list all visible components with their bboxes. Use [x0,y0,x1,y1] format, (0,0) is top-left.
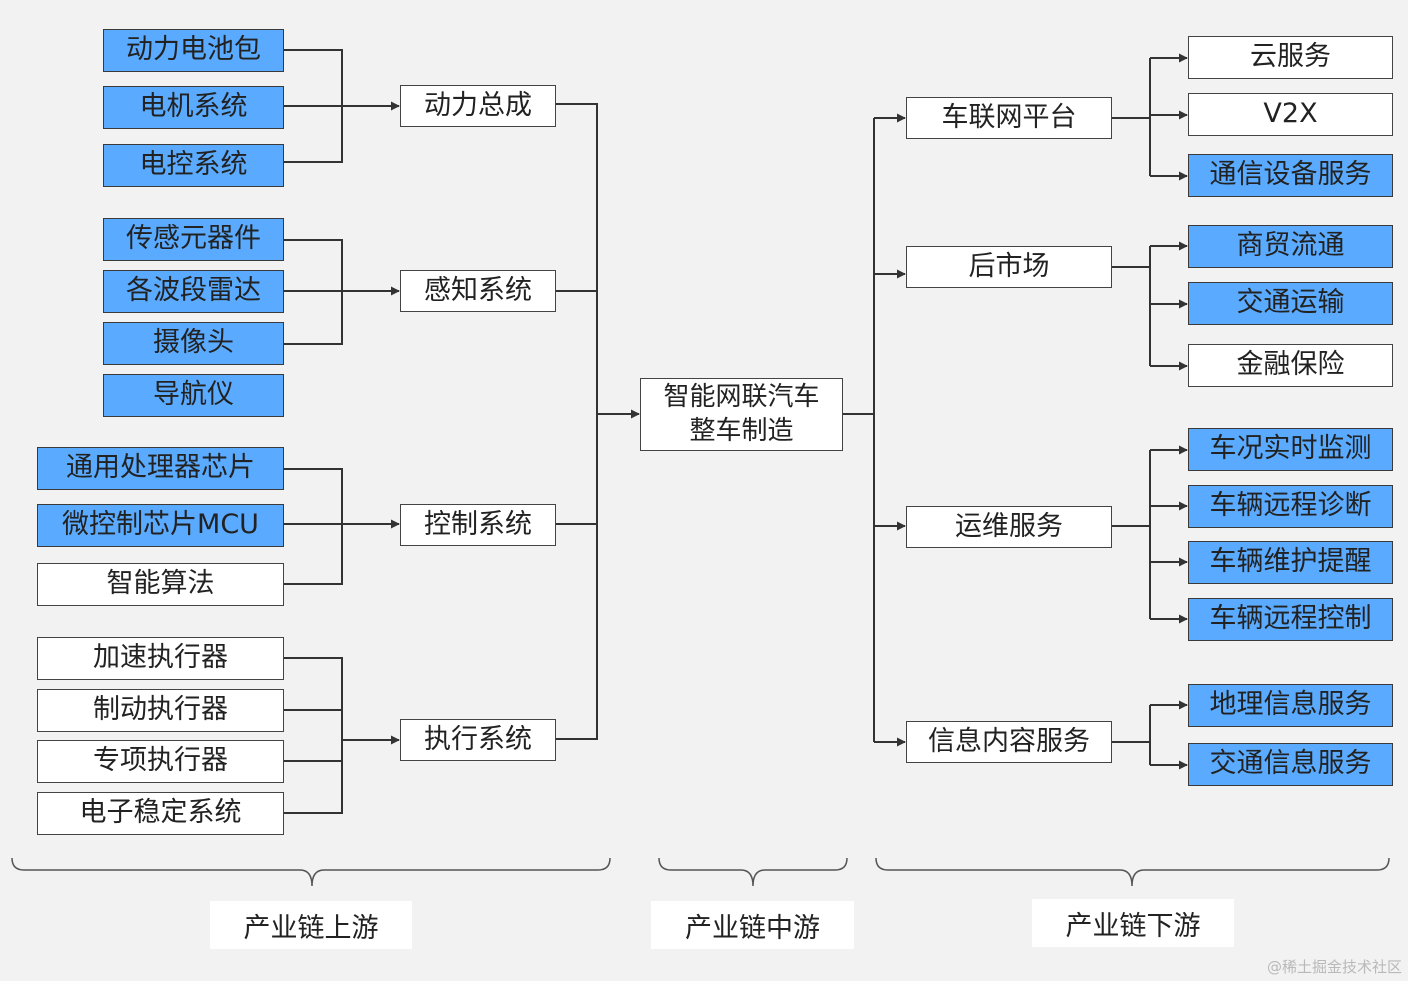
box-perception-system: 感知系统 [400,270,556,312]
stage-label-upstream: 产业链上游 [210,901,412,949]
box-execution-system: 执行系统 [400,719,556,761]
midstream-brace [658,857,848,887]
box-brake-actuator: 制动执行器 [37,689,284,732]
box-remote-diagnosis: 车辆远程诊断 [1188,485,1393,528]
box-motor-system: 电机系统 [103,86,284,129]
box-camera: 摄像头 [103,322,284,365]
box-operation-service: 运维服务 [906,506,1112,548]
box-transportation: 交通运输 [1188,282,1393,325]
downstream-brace [875,857,1390,887]
core-line-1: 智能网联汽车 [663,381,820,412]
upstream-brace [11,857,611,887]
box-electronic-control: 电控系统 [103,144,284,187]
box-v2x: V2X [1188,93,1393,136]
box-info-content-service: 信息内容服务 [906,721,1112,763]
box-acceleration-actuator: 加速执行器 [37,637,284,680]
box-power-train: 动力总成 [400,85,556,127]
stage-label-midstream: 产业链中游 [651,901,854,949]
stage-label-downstream: 产业链下游 [1032,899,1234,947]
box-vehicle-manufacturing: 智能网联汽车 整车制造 [640,378,843,451]
box-connected-platform: 车联网平台 [906,97,1112,139]
box-smart-algorithm: 智能算法 [37,563,284,606]
box-general-processor-chip: 通用处理器芯片 [37,447,284,490]
box-radar: 各波段雷达 [103,270,284,313]
core-line-2: 整车制造 [689,415,794,446]
box-aftermarket: 后市场 [906,246,1112,288]
box-maintenance-reminder: 车辆维护提醒 [1188,541,1393,584]
box-remote-control: 车辆远程控制 [1188,598,1393,641]
box-comm-equipment-service: 通信设备服务 [1188,154,1393,197]
box-power-battery: 动力电池包 [103,29,284,72]
box-finance-insurance: 金融保险 [1188,344,1393,387]
box-traffic-info-service: 交通信息服务 [1188,743,1393,786]
box-control-system: 控制系统 [400,504,556,546]
box-geo-info-service: 地理信息服务 [1188,684,1393,727]
box-navigator: 导航仪 [103,374,284,417]
watermark: @稀土掘金技术社区 [1266,958,1402,976]
box-sensor-components: 传感元器件 [103,218,284,261]
box-cloud-service: 云服务 [1188,36,1393,79]
box-special-actuator: 专项执行器 [37,740,284,783]
box-mcu-chip: 微控制芯片MCU [37,504,284,547]
box-trade-circulation: 商贸流通 [1188,225,1393,268]
box-electronic-stability: 电子稳定系统 [37,792,284,835]
box-realtime-monitoring: 车况实时监测 [1188,428,1393,471]
